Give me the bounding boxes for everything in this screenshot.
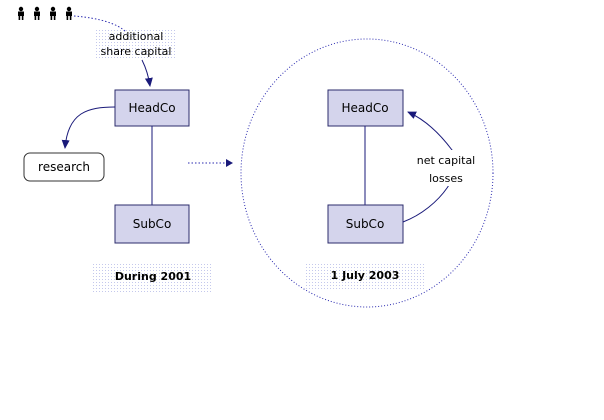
additional-label-line2: share capital xyxy=(101,45,172,58)
research-arrow xyxy=(61,106,116,149)
group-ellipse xyxy=(240,38,494,308)
subco-box-right xyxy=(327,204,404,244)
net-capital-label-line1: net capital xyxy=(417,154,476,167)
date-caption: 1 July 2003 xyxy=(331,269,400,282)
shareholder-icons xyxy=(18,6,72,20)
during-caption: During 2001 xyxy=(115,270,191,283)
subco-box-left xyxy=(114,204,190,244)
person-icon xyxy=(66,6,72,20)
person-icon xyxy=(34,6,40,20)
additional-label-line1: additional xyxy=(109,30,164,43)
net-capital-label-line2: losses xyxy=(429,172,463,185)
person-icon xyxy=(18,6,24,20)
research-label: research xyxy=(38,160,90,174)
date-caption-bg xyxy=(305,263,425,291)
headco-label-right: HeadCo xyxy=(341,101,388,115)
research-box xyxy=(23,152,105,182)
net-capital-label-bg xyxy=(408,150,484,186)
headco-label-left: HeadCo xyxy=(128,101,175,115)
subco-label-right: SubCo xyxy=(346,217,385,231)
subco-label-left: SubCo xyxy=(133,217,172,231)
additional-label-bg xyxy=(96,28,176,60)
person-icon xyxy=(50,6,56,20)
transition-arrowhead xyxy=(226,159,233,167)
during-caption-bg xyxy=(93,264,213,292)
headco-box-left xyxy=(114,89,190,127)
share-capital-arrow xyxy=(141,59,153,87)
